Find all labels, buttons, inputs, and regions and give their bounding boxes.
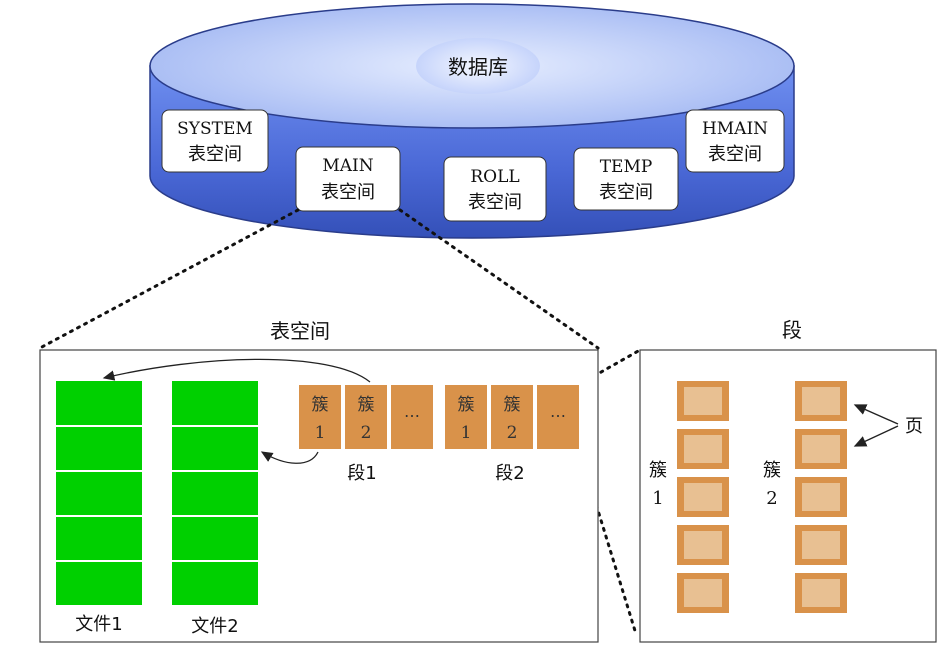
- zoom-line-left: [38, 208, 300, 350]
- database-label-glow: [416, 38, 540, 94]
- page[interactable]: [795, 381, 847, 421]
- tablespace-panel-title: 表空间: [270, 319, 330, 343]
- cluster-ellipsis: …: [404, 402, 420, 421]
- segment-2-cluster-more[interactable]: …: [535, 383, 581, 451]
- tablespace-box-main[interactable]: MAIN 表空间: [295, 146, 401, 212]
- page[interactable]: [795, 429, 847, 469]
- segment-cluster-1-number: 1: [652, 488, 663, 509]
- page[interactable]: [677, 525, 729, 565]
- file-label: 文件2: [191, 616, 238, 637]
- segment-1-cluster-2[interactable]: 簇 2: [343, 383, 389, 451]
- zoom-line-right: [398, 208, 600, 350]
- tablespace-box-roll[interactable]: ROLL 表空间: [443, 156, 547, 222]
- file-label: 文件1: [75, 614, 122, 635]
- tablespace-name: ROLL: [470, 167, 519, 187]
- tablespace-suffix: 表空间: [468, 192, 522, 213]
- segment-2: 簇 1 簇 2 … 段2: [443, 383, 581, 484]
- segment-cluster-2-number: 2: [766, 488, 777, 509]
- segment-panel-title: 段: [782, 318, 802, 342]
- segment-cluster-2-char: 簇: [763, 460, 781, 481]
- segment-2-cluster-1[interactable]: 簇 1: [443, 383, 489, 451]
- cluster-char: 簇: [358, 395, 375, 415]
- cluster-number: 2: [361, 423, 372, 443]
- tablespace-suffix: 表空间: [188, 144, 242, 165]
- page-label: 页: [905, 416, 923, 437]
- page-arrow-top: [853, 404, 899, 425]
- page[interactable]: [677, 381, 729, 421]
- file-2[interactable]: 文件2: [172, 381, 258, 637]
- segment-1-cluster-more[interactable]: …: [389, 383, 435, 451]
- cluster-char: 簇: [312, 395, 329, 415]
- tablespace-name: SYSTEM: [177, 119, 253, 139]
- tablespace-box-hmain[interactable]: HMAIN 表空间: [685, 109, 785, 173]
- segment-label: 段2: [495, 463, 524, 484]
- page[interactable]: [677, 573, 729, 613]
- page[interactable]: [795, 573, 847, 613]
- page[interactable]: [795, 477, 847, 517]
- cluster-char: 簇: [458, 395, 475, 415]
- tablespace-suffix: 表空间: [599, 182, 653, 203]
- tablespace-box-temp[interactable]: TEMP 表空间: [573, 147, 679, 211]
- tablespace-box-system[interactable]: SYSTEM 表空间: [161, 109, 269, 173]
- page-arrow-bottom: [853, 425, 899, 447]
- segment-1: 簇 1 簇 2 … 段1: [297, 383, 435, 484]
- tablespace-suffix: 表空间: [321, 182, 375, 203]
- page[interactable]: [677, 477, 729, 517]
- cluster-char: 簇: [504, 395, 521, 415]
- cluster-to-file2-arrow: [260, 451, 319, 464]
- segment-1-cluster-1[interactable]: 簇 1: [297, 383, 343, 451]
- tablespace-name: MAIN: [322, 156, 373, 176]
- segment-label: 段1: [347, 463, 376, 484]
- segment-2-cluster-2[interactable]: 簇 2: [489, 383, 535, 451]
- cluster-to-file1-arrow: [102, 358, 371, 383]
- page[interactable]: [677, 429, 729, 469]
- cluster-number: 2: [507, 423, 518, 443]
- cluster-number: 1: [461, 423, 472, 443]
- database-label: 数据库: [448, 55, 508, 79]
- tablespace-name: TEMP: [600, 157, 653, 177]
- cluster-ellipsis: …: [550, 402, 566, 421]
- tablespace-suffix: 表空间: [708, 144, 762, 165]
- segment-cluster-1-pages: [677, 381, 729, 613]
- tablespace-name: HMAIN: [702, 119, 768, 139]
- segment-cluster-2-pages: [795, 381, 847, 613]
- page[interactable]: [795, 525, 847, 565]
- segment-cluster-1-char: 簇: [649, 460, 667, 481]
- file-1[interactable]: 文件1: [56, 381, 142, 635]
- cluster-number: 1: [315, 423, 326, 443]
